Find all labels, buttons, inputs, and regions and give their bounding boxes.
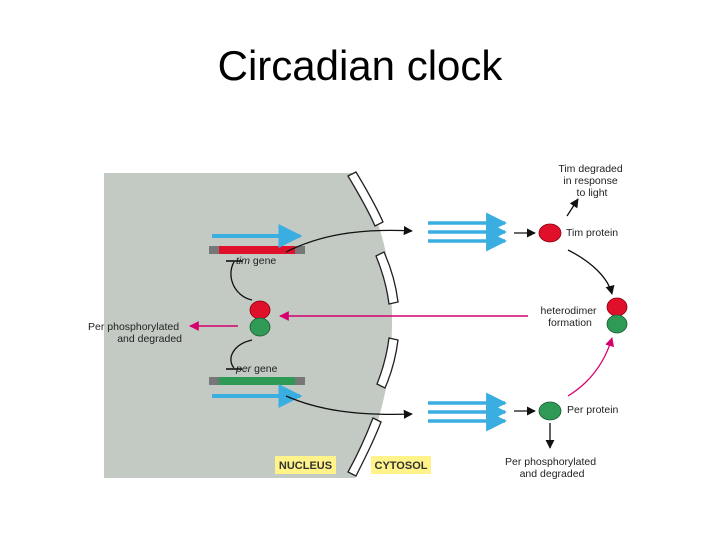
per-gene-label-suffix: gene [251, 363, 277, 375]
per-mrna-cytosol [428, 392, 508, 432]
cytosolic-per-protein [606, 314, 628, 334]
per-gene-flank-right [295, 377, 305, 385]
per-gene-bar [219, 377, 295, 385]
nucleus-label-box [275, 456, 336, 474]
heterodimer-line-2: formation [548, 317, 592, 329]
tim-gene-label-suffix: gene [250, 255, 276, 267]
envelope-segment [347, 171, 384, 227]
tim-mrna-cytosol [428, 212, 508, 252]
tim-repression-path [230, 261, 253, 301]
tim-light-degradation-arrow [566, 198, 579, 217]
tim-degraded-label: Tim degraded in response to light [558, 163, 625, 199]
nuclear-tim-protein [249, 300, 271, 320]
slide-title: Circadian clock [217, 42, 503, 89]
per-phosphorylated-cytosol-label: Per phosphorylated and degraded [505, 456, 599, 480]
per-phosphorylated-cytosol-line-1: Per phosphorylated [505, 456, 596, 468]
per-gene-label: per gene [235, 363, 278, 375]
per-protein [538, 401, 562, 421]
tim-to-heterodimer-arrow [567, 249, 615, 295]
per-phosphorylated-nucleus-line-1: Per phosphorylated [88, 321, 179, 333]
tim-protein [538, 223, 562, 243]
envelope-segment [375, 251, 399, 305]
heterodimer-formation-label: heterodimer formation [541, 305, 600, 329]
per-protein-label: Per protein [567, 404, 619, 416]
tim-gene-bar [219, 246, 295, 254]
tim-gene-label: tim gene [236, 255, 276, 267]
envelope-segment [347, 417, 382, 477]
tim-gene-flank-right [295, 246, 305, 254]
tim-degraded-line-2: in response [563, 175, 617, 187]
tim-degraded-line-3: to light [577, 187, 608, 199]
tim-gene-label-italic: tim [236, 255, 250, 267]
per-gene-label-italic: per [235, 363, 252, 375]
per-repression-path [230, 339, 253, 369]
per-gene-flank-left [209, 377, 219, 385]
cytosol-label: CYTOSOL [375, 460, 428, 472]
per-phosphorylated-cytosol-line-2: and degraded [520, 468, 585, 480]
per-to-heterodimer-arrow [567, 337, 615, 397]
cytosol-label-box [371, 456, 431, 474]
per-phosphorylated-nucleus-label: Per phosphorylated and degraded [88, 321, 182, 345]
tim-protein-label: Tim protein [566, 227, 618, 239]
per-mrna-export-arrow [285, 395, 413, 419]
nuclear-per-protein [249, 317, 271, 337]
per-phosphorylated-nucleus-line-2: and degraded [117, 333, 182, 345]
envelope-segment [376, 337, 399, 389]
nucleus-region [104, 173, 392, 478]
nuclear-envelope [347, 171, 399, 477]
heterodimer-line-1: heterodimer [541, 305, 598, 317]
tim-gene-flank-left [209, 246, 219, 254]
cytosolic-tim-protein [606, 297, 628, 317]
tim-degraded-line-1: Tim degraded [558, 163, 623, 175]
nucleus-label: NUCLEUS [279, 460, 332, 472]
tim-mrna-export-arrow [285, 226, 413, 253]
